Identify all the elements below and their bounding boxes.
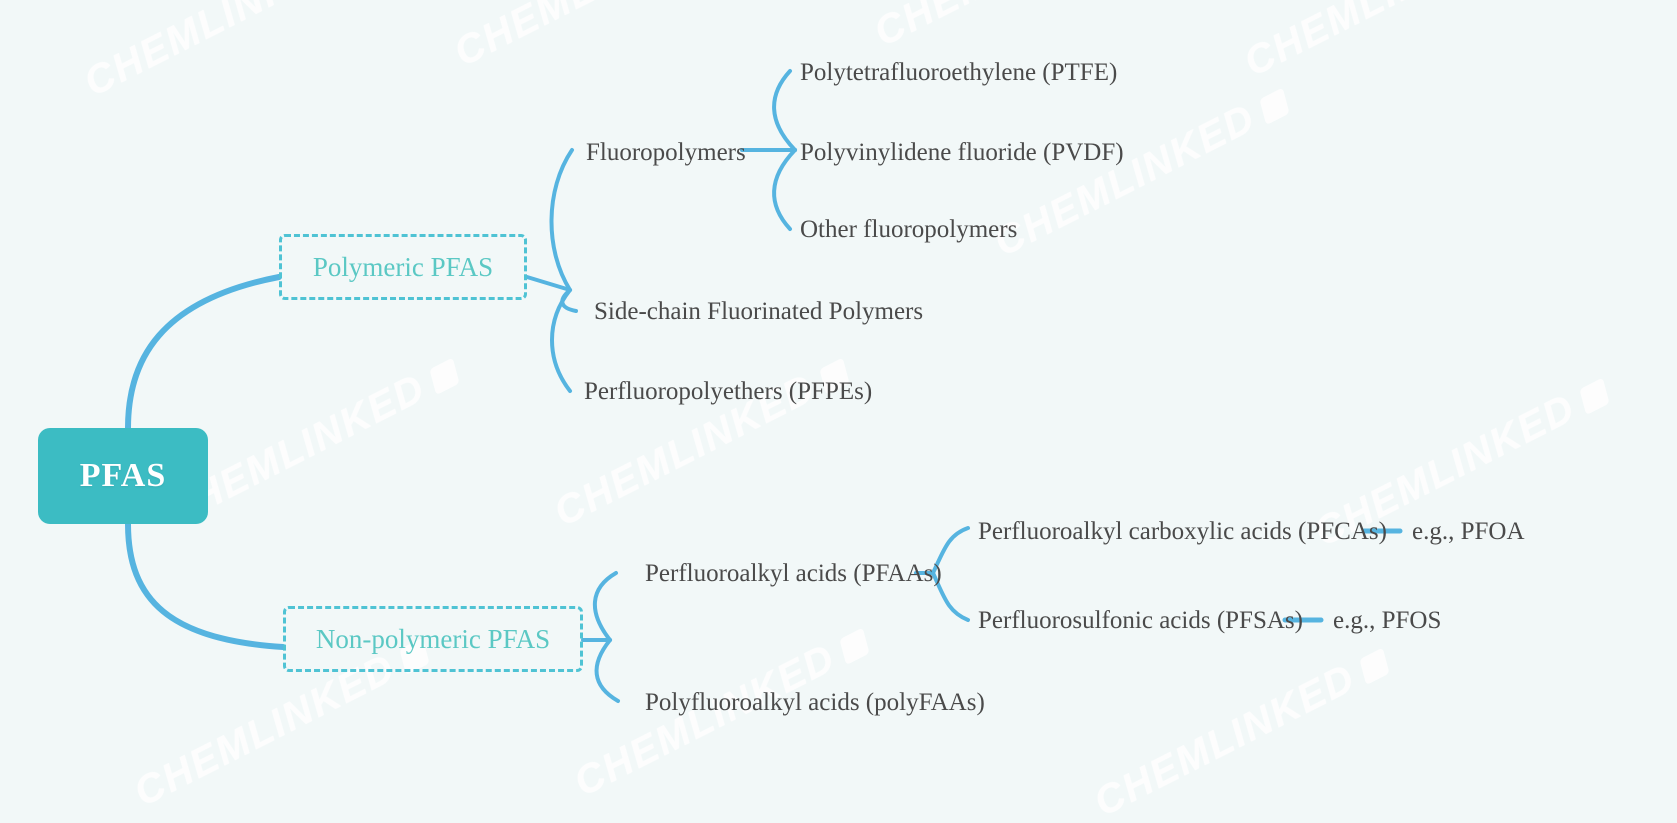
root-node-pfas[interactable]: PFAS bbox=[38, 428, 208, 524]
leaf-side-chain-fluorinated-polymers[interactable]: Side-chain Fluorinated Polymers bbox=[594, 298, 924, 325]
link-polymeric-stem bbox=[525, 275, 572, 292]
link-pfaas-to-pfsas bbox=[931, 571, 970, 622]
link-pfaas-to-pfcas bbox=[931, 526, 970, 575]
leaf-polyfaas[interactable]: Polyfluoroalkyl acids (polyFAAs) bbox=[645, 689, 985, 716]
leaf-pvdf[interactable]: Polyvinylidene fluoride (PVDF) bbox=[800, 139, 1124, 166]
leaf-eg-pfos[interactable]: e.g., PFOS bbox=[1333, 607, 1442, 634]
leaf-pfaas[interactable]: Perfluoroalkyl acids (PFAAs) bbox=[645, 560, 942, 587]
link-polymeric-to-fluoropolymers bbox=[549, 148, 574, 292]
link-fluoropolymers-to-ptfe bbox=[772, 69, 797, 152]
root-node-label: PFAS bbox=[79, 457, 167, 494]
link-fluoropolymers-to-other bbox=[772, 148, 797, 231]
link-nonpolymeric-to-pfaas bbox=[593, 571, 618, 642]
link-root-to-polymeric bbox=[125, 274, 282, 431]
category-node-nonpolymeric-label: Non-polymeric PFAS bbox=[315, 623, 551, 654]
leaf-pfcas[interactable]: Perfluoroalkyl carboxylic acids (PFCAs) bbox=[978, 518, 1387, 545]
category-node-nonpolymeric-pfas[interactable]: Non-polymeric PFAS bbox=[283, 606, 583, 672]
leaf-other-fluoropolymers[interactable]: Other fluoropolymers bbox=[800, 216, 1018, 243]
link-nonpolymeric-to-polyfaas bbox=[594, 638, 620, 703]
leaf-eg-pfoa[interactable]: e.g., PFOA bbox=[1412, 518, 1525, 545]
link-root-to-nonpolymeric bbox=[125, 521, 286, 650]
leaf-pfsas[interactable]: Perfluorosulfonic acids (PFSAs) bbox=[978, 607, 1303, 634]
category-node-polymeric-pfas[interactable]: Polymeric PFAS bbox=[279, 234, 527, 300]
leaf-ptfe[interactable]: Polytetrafluoroethylene (PTFE) bbox=[800, 59, 1118, 86]
leaf-fluoropolymers[interactable]: Fluoropolymers bbox=[586, 139, 746, 166]
category-node-polymeric-label: Polymeric PFAS bbox=[312, 251, 494, 282]
leaf-pfpes[interactable]: Perfluoropolyethers (PFPEs) bbox=[584, 378, 873, 405]
link-polymeric-to-pfpes bbox=[550, 288, 572, 393]
